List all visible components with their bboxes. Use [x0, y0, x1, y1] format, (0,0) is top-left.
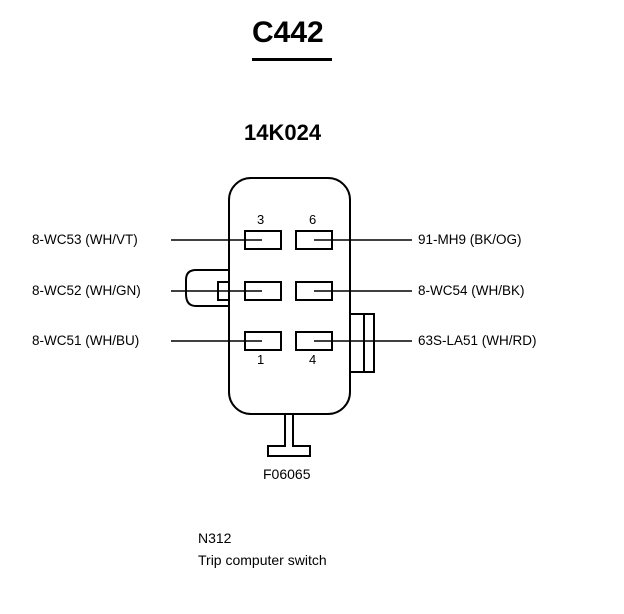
component-code: N312	[198, 530, 232, 546]
pin-number-4: 4	[309, 352, 317, 367]
wire-label-left-3: 8-WC51 (WH/BU)	[32, 333, 140, 348]
pin-number-6: 6	[309, 212, 317, 227]
part-number: 14K024	[244, 120, 322, 145]
pin-number-3: 3	[257, 212, 265, 227]
wire-label-left-2: 8-WC52 (WH/GN)	[32, 283, 141, 298]
figure-code: F06065	[263, 466, 311, 482]
connector-title: C442	[252, 16, 324, 49]
wire-label-right-3: 63S-LA51 (WH/RD)	[418, 333, 537, 348]
right-latch-inner	[363, 313, 375, 373]
left-latch	[185, 269, 229, 307]
connector-stem	[267, 414, 311, 457]
wire-label-left-1: 8-WC53 (WH/VT)	[32, 232, 138, 247]
pin-number-1: 1	[257, 352, 265, 367]
right-latch-outer	[349, 313, 365, 373]
title-underline	[252, 58, 332, 61]
component-name: Trip computer switch	[198, 552, 327, 568]
wire-label-right-2: 8-WC54 (WH/BK)	[418, 283, 525, 298]
wire-label-right-1: 91-MH9 (BK/OG)	[418, 232, 522, 247]
